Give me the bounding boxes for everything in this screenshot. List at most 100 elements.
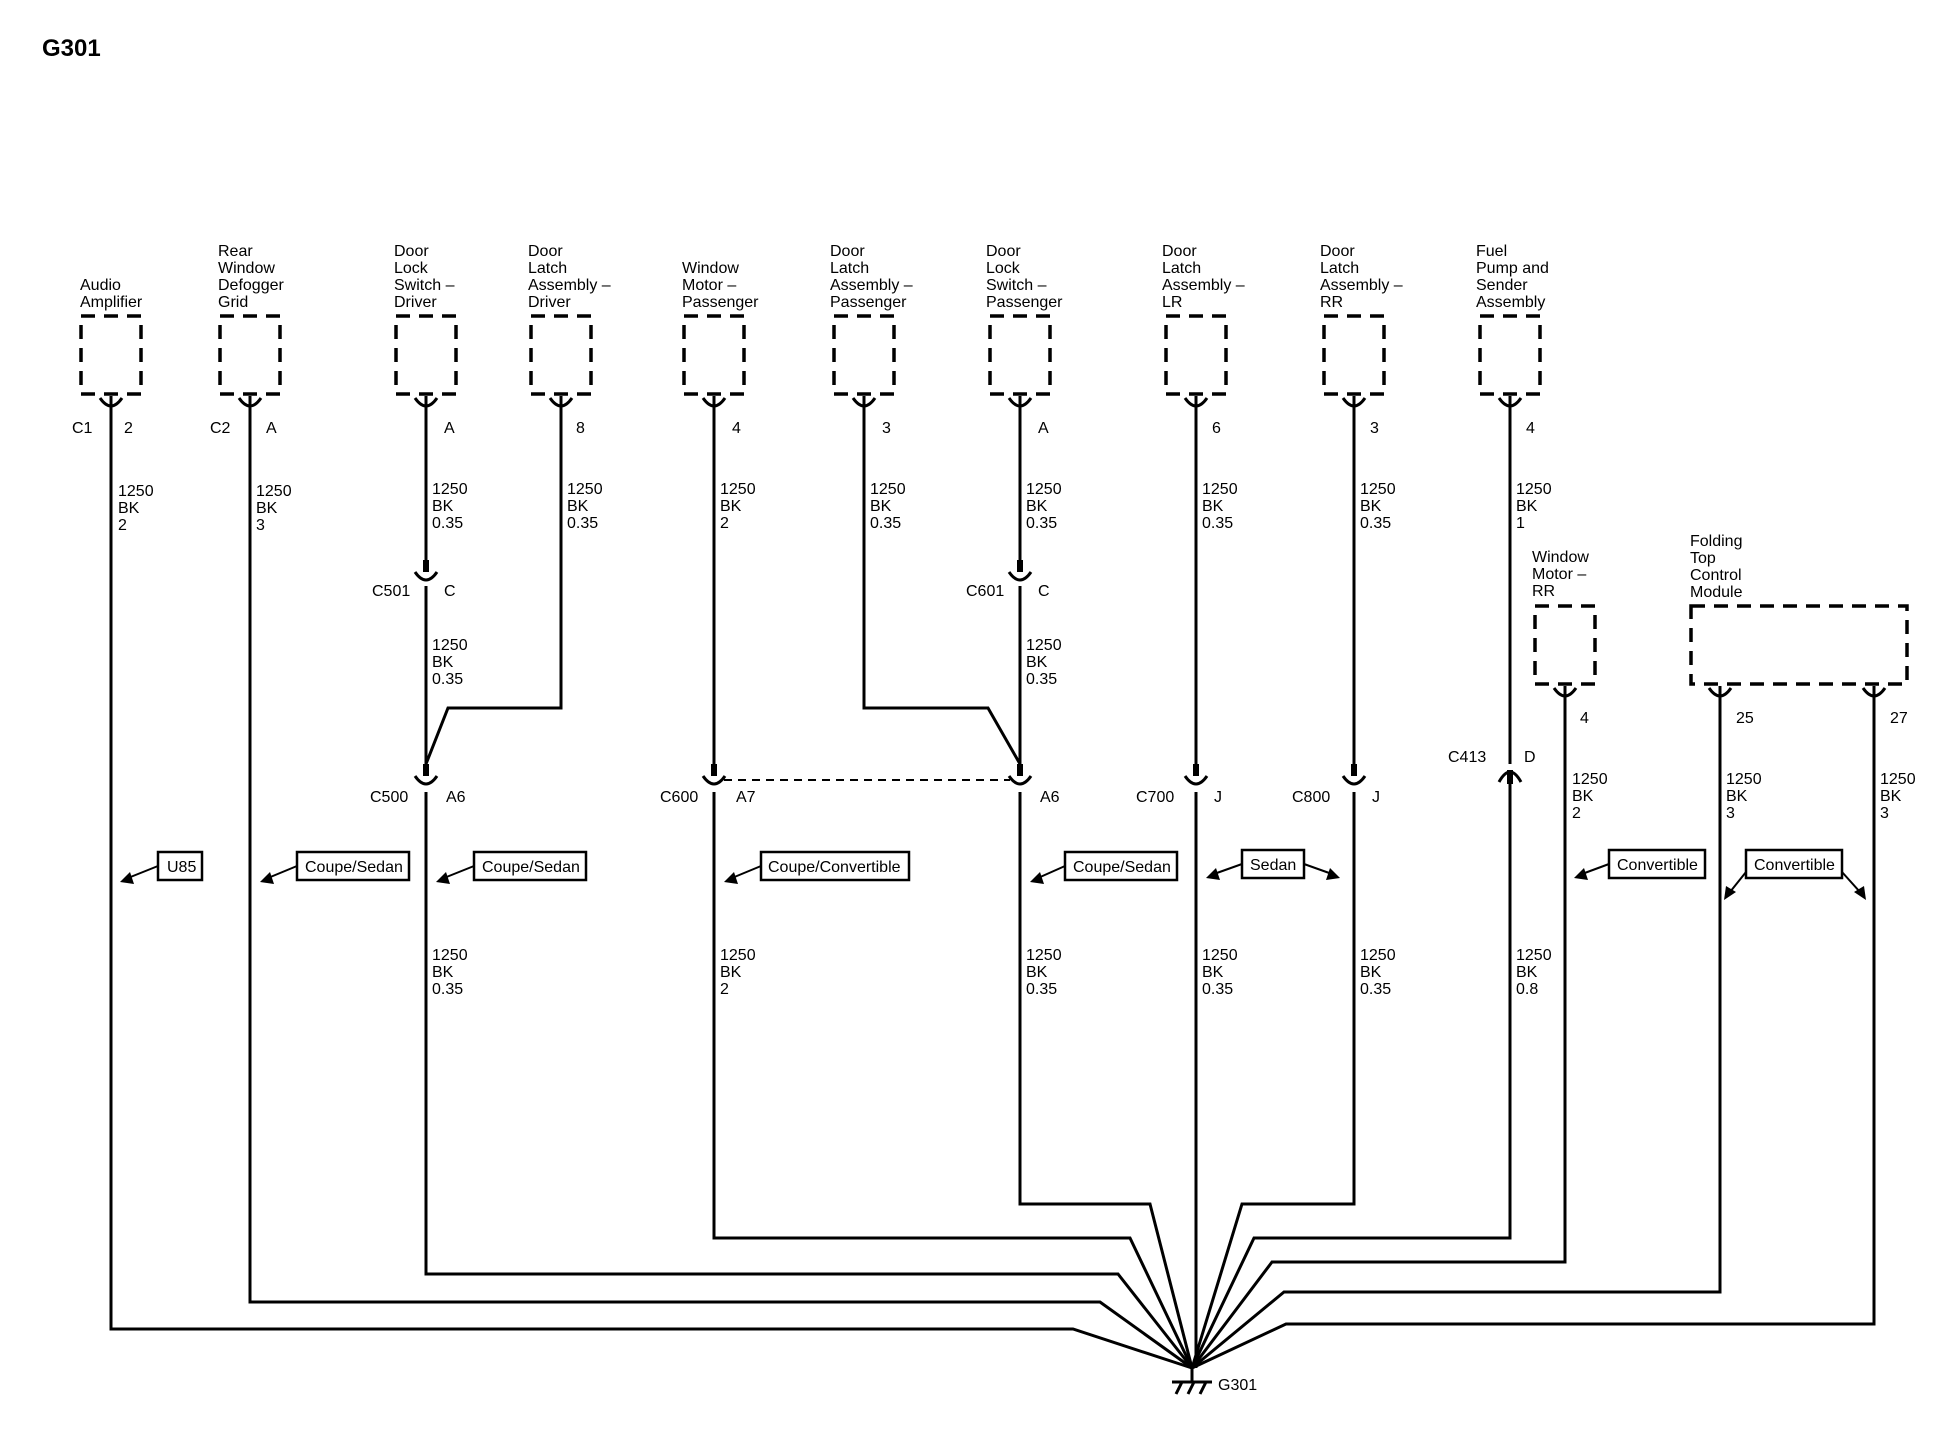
option-leader [267,865,298,879]
c800-pin [1351,764,1357,776]
arrow-icon [120,872,134,884]
pin-label: 27 [1890,710,1908,727]
label-line: Latch [830,260,869,277]
label-line: Motor – [1532,566,1586,583]
pin-label: A6 [1040,789,1060,806]
wire-spec-wm-pass-top: 1250 BK 2 [720,481,756,532]
wire-circuit: 1250 [1026,637,1062,654]
wire-spec-dls-pass-top: 1250 BK 0.35 [1026,481,1062,532]
c500-pin [423,764,429,776]
component-label-door-latch-assembly-driver: Door Latch Assembly – Driver [528,243,611,311]
pin-label: J [1214,789,1222,806]
wire-color: BK [1880,788,1902,805]
wire-circuit: 1250 [1360,947,1396,964]
wire-size: 0.35 [432,981,463,998]
wire-size: 3 [1880,805,1889,822]
component-label-rear-window-defogger-grid: Rear Window Defogger Grid [218,243,284,311]
wire-spec-ftcm-27: 1250 BK 3 [1880,771,1916,822]
connector-label: C501 [372,583,410,600]
option-leader [1729,871,1747,893]
wire-size: 0.35 [432,671,463,688]
wire-circuit: 1250 [432,637,468,654]
pin-label: A [1038,420,1049,437]
wire-circuit: 1250 [1202,481,1238,498]
door-latch-lr-box [1164,314,1228,396]
wire-spec-dla-drv: 1250 BK 0.35 [567,481,603,532]
wire-wm-rr [1190,686,1567,1369]
wire-size: 0.35 [1360,515,1391,532]
wire-color: BK [1026,654,1048,671]
option-leader [443,865,475,879]
label-line: Latch [1162,260,1201,277]
component-label-door-latch-assembly-lr: Door Latch Assembly – LR [1162,243,1245,311]
pin-label: J [1372,789,1380,806]
wire-defog [248,396,1193,1370]
diagram-title: G301 [42,35,101,62]
wire-circuit: 1250 [1516,947,1552,964]
door-latch-driver-box [529,314,593,396]
wire-color: BK [432,964,454,981]
option-sedan: Sedan [1206,848,1340,880]
option-leader [1581,863,1610,875]
wire-color: BK [432,498,454,515]
arrow-icon [1854,886,1866,900]
arrow-icon [1030,872,1044,884]
wire-color: BK [1360,498,1382,515]
connector-label: C601 [966,583,1004,600]
option-label: Convertible [1754,857,1835,874]
wire-size: 2 [720,981,729,998]
option-label: Coupe/Convertible [768,859,901,876]
wires [109,396,1876,1370]
wire-circuit: 1250 [1026,481,1062,498]
pin-label: 4 [1580,710,1589,727]
wire-size: 0.35 [1360,981,1391,998]
wire-size: 0.35 [1026,671,1057,688]
option-callouts: U85 Coupe/Sedan Coupe/Sedan Coupe/Conver… [120,848,1866,900]
wire-spec-dla-rr-top: 1250 BK 0.35 [1360,481,1396,532]
wire-size: 0.35 [1026,515,1057,532]
label-line: Grid [218,294,248,311]
wire-circuit: 1250 [1726,771,1762,788]
pin-label: 3 [882,420,891,437]
connector-label: C800 [1292,789,1330,806]
label-line: Door [1162,243,1197,260]
c601-socket [1007,571,1033,582]
option-leader [1303,863,1333,875]
wire-circuit: 1250 [118,483,154,500]
c601-pin [1017,560,1023,572]
arrow-icon [1206,868,1220,880]
option-leader [1037,865,1066,879]
pin-label: 8 [576,420,585,437]
arrow-icon [260,872,274,884]
label-line: Window [1532,549,1589,566]
window-motor-passenger-box [682,314,746,396]
option-coupe-sedan-2: Coupe/Sedan [436,850,588,884]
label-line: Passenger [986,294,1063,311]
wire-spec-c413-low: 1250 BK 0.8 [1516,947,1552,998]
wire-color: BK [870,498,892,515]
pin-label: C [1038,583,1050,600]
wire-spec-c800-low: 1250 BK 0.35 [1360,947,1396,998]
pin-label: 4 [732,420,741,437]
wire-circuit: 1250 [1516,481,1552,498]
label-line: Driver [394,294,437,311]
wire-circuit: 1250 [567,481,603,498]
door-lock-switch-driver-box [394,314,458,396]
wire-size: 0.35 [1026,981,1057,998]
audio-amplifier-box [79,314,143,396]
wire-color: BK [720,964,742,981]
label-line: Motor – [682,277,736,294]
arrow-icon [724,872,738,884]
wire-size: 2 [1572,805,1581,822]
wire-circuit: 1250 [1360,481,1396,498]
wire-c800-ground [1190,792,1356,1369]
wire-color: BK [1516,964,1538,981]
option-leader [127,865,159,879]
wire-color: BK [1516,498,1538,515]
wire-color: BK [1202,964,1224,981]
label-line: Driver [528,294,571,311]
c600-a6-socket [1007,775,1033,786]
pin-label: D [1524,749,1536,766]
c501-socket [413,571,439,582]
wire-size: 3 [1726,805,1735,822]
